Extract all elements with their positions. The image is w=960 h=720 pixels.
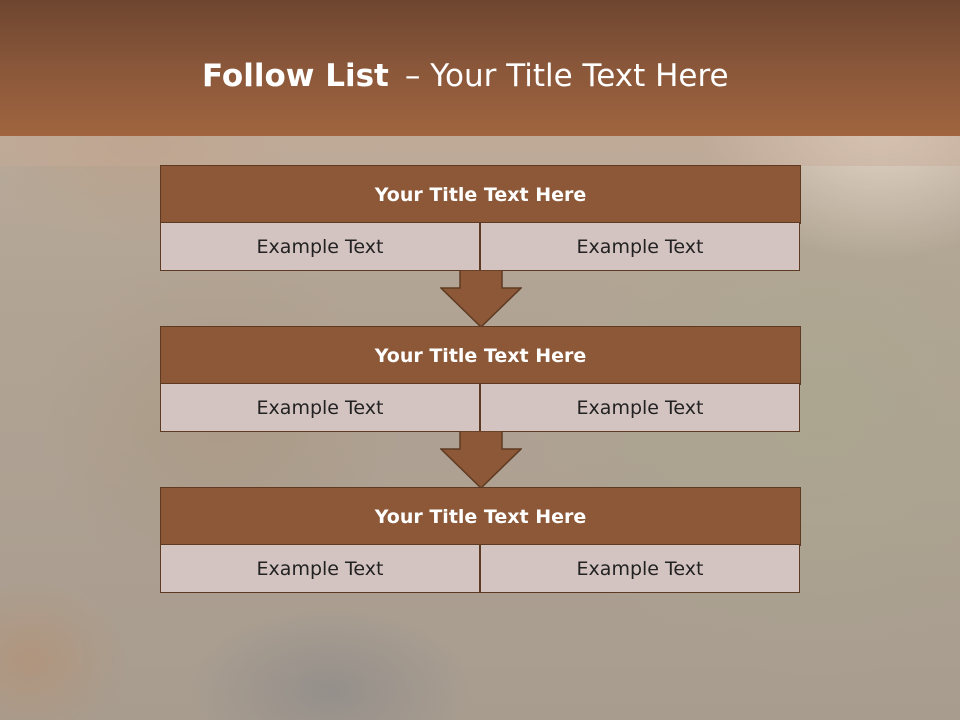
slide-title: Follow List – Your Title Text Here (202, 56, 729, 96)
step-title-2: Your Title Text Here (160, 326, 801, 385)
step-2-right-text: Example Text (480, 383, 800, 432)
step-block-1: Your Title Text Here Example Text Exampl… (160, 165, 801, 271)
down-arrow-icon (440, 431, 522, 489)
title-bar-shadow (0, 136, 960, 166)
step-1-right-text: Example Text (480, 222, 800, 271)
slide-title-bold: Follow List (202, 58, 389, 94)
step-3-right-text: Example Text (480, 544, 800, 593)
step-2-left-text: Example Text (160, 383, 480, 432)
step-block-2: Your Title Text Here Example Text Exampl… (160, 326, 801, 432)
step-title-3: Your Title Text Here (160, 487, 801, 546)
step-block-3: Your Title Text Here Example Text Exampl… (160, 487, 801, 593)
down-arrow-icon (440, 270, 522, 328)
step-1-left-text: Example Text (160, 222, 480, 271)
title-bar (0, 0, 960, 136)
step-title-1: Your Title Text Here (160, 165, 801, 224)
slide-title-rest: – Your Title Text Here (404, 58, 729, 94)
step-3-left-text: Example Text (160, 544, 480, 593)
